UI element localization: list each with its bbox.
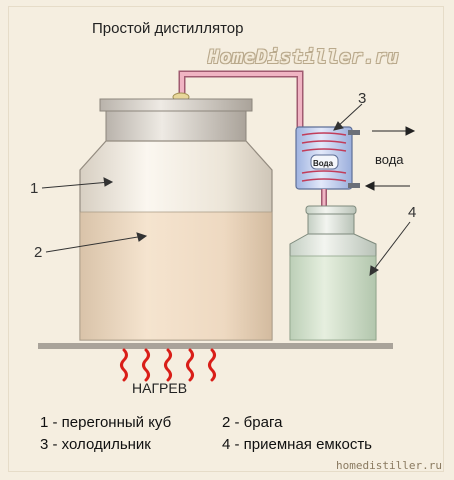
stand-surface	[38, 343, 393, 349]
water-inlet-nozzle	[348, 183, 360, 188]
distillate-level	[289, 255, 377, 341]
legend-item-3: 3 - холодильник	[40, 436, 151, 453]
callout-1: 1	[30, 180, 39, 197]
vapor-pipe	[180, 72, 302, 130]
flame-icon	[208, 348, 216, 382]
mash-level	[79, 211, 273, 341]
coil-label-box	[310, 154, 339, 170]
receiver-neck	[307, 213, 355, 235]
watermark-logo: HomeDistiller.ru	[208, 46, 400, 68]
cooler-coil	[301, 132, 347, 182]
water-outlet-nozzle	[348, 130, 360, 135]
flame-icon	[120, 348, 128, 382]
site-footer: homedistiller.ru	[336, 459, 442, 472]
coil-water-label: Вода	[313, 159, 334, 168]
callout-leaders	[41, 103, 411, 276]
flame-icons	[120, 348, 216, 382]
receiver-cap	[305, 205, 357, 215]
flame-icon	[164, 348, 172, 382]
flame-icon	[142, 348, 150, 382]
still-lid-rim	[99, 98, 253, 112]
callout-3: 3	[358, 90, 367, 107]
diagram-frame	[8, 6, 444, 472]
legend-item-2: 2 - брага	[222, 414, 283, 431]
water-flow-arrows	[364, 126, 416, 191]
still-lid	[105, 110, 247, 142]
diagram-title: Простой дистиллятор	[92, 20, 244, 37]
heat-label: НАГРЕВ	[132, 380, 188, 396]
flame-icon	[186, 348, 194, 382]
callout-2: 2	[34, 244, 43, 261]
water-label: вода	[375, 152, 404, 167]
callout-4: 4	[408, 204, 417, 221]
legend-item-1: 1 - перегонный куб	[40, 414, 172, 431]
legend-item-4: 4 - приемная емкость	[222, 436, 372, 453]
